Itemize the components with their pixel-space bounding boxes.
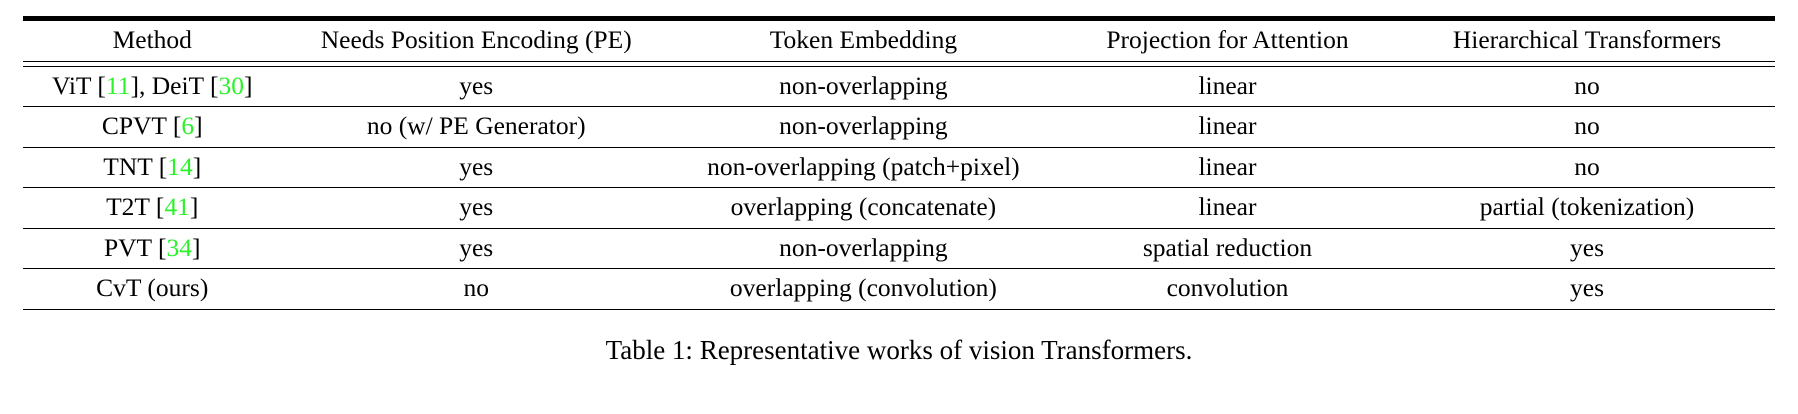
column-header-hierarchical: Hierarchical Transformers <box>1452 25 1722 54</box>
column-header-needs-pe: Needs Position Encoding (PE) <box>320 25 632 54</box>
comparison-table-body: ViT [11], DeiT [30] yes non-overlapping … <box>23 67 1775 309</box>
cell-projection: linear <box>1055 106 1400 147</box>
cell-needs-pe: yes <box>281 187 671 228</box>
table-bottom-rule <box>23 308 1775 310</box>
cell-method: ViT [11], DeiT [30] <box>51 70 253 100</box>
cell-hierarchical: no <box>1399 146 1775 188</box>
cell-projection: linear <box>1055 146 1400 188</box>
table-row: ViT [11], DeiT [30] yes non-overlapping … <box>23 67 1775 107</box>
table-row: T2T [41] yes overlapping (concatenate) l… <box>23 187 1775 228</box>
cell-hierarchical: partial (tokenization) <box>1399 187 1775 228</box>
cell-hierarchical: yes <box>1399 227 1775 269</box>
citation-ref[interactable]: 11 <box>105 70 131 100</box>
table-header-double-rule <box>23 60 1775 67</box>
cell-method: PVT [34] <box>23 227 282 269</box>
cell-needs-pe: no <box>281 268 671 309</box>
cell-needs-pe: no (w/ PE Generator) <box>281 106 671 147</box>
table-container: Method Needs Position Encoding (PE) Toke… <box>23 16 1775 310</box>
cell-projection: spatial reduction <box>1055 227 1400 269</box>
cell-token-embedding: non-overlapping (patch+pixel) <box>670 146 1056 188</box>
cell-needs-pe: yes <box>459 70 494 100</box>
table-body: ViT [11], DeiT [30] yes non-overlapping … <box>23 67 1775 309</box>
table-caption: Table 1: Representative works of vision … <box>605 335 1193 365</box>
cell-hierarchical: no <box>1399 106 1775 147</box>
cell-method: CPVT [6] <box>23 106 282 147</box>
cell-token-embedding: non-overlapping <box>670 106 1056 147</box>
citation-ref[interactable]: 14 <box>167 151 193 181</box>
cell-token-embedding: overlapping (concatenate) <box>670 187 1056 228</box>
table-row: PVT [34] yes non-overlapping spatial red… <box>23 227 1775 269</box>
cell-method: T2T [41] <box>23 187 282 228</box>
cell-projection: linear <box>1055 187 1400 228</box>
cell-projection: linear <box>1198 70 1257 100</box>
method-middle: , DeiT <box>138 70 204 100</box>
comparison-table: Method Needs Position Encoding (PE) Toke… <box>23 21 1775 61</box>
method-name: T2T <box>106 192 150 221</box>
table-row: TNT [14] yes non-overlapping (patch+pixe… <box>23 146 1775 188</box>
cell-method: TNT [14] <box>23 146 282 188</box>
table-row: CPVT [6] no (w/ PE Generator) non-overla… <box>23 106 1775 147</box>
method-name: PVT <box>103 232 152 262</box>
cell-token-embedding: non-overlapping <box>779 70 948 100</box>
citation-ref[interactable]: 34 <box>166 232 193 262</box>
table-header-row: Method Needs Position Encoding (PE) Toke… <box>23 21 1775 61</box>
citation-ref[interactable]: 6 <box>181 111 195 140</box>
cell-hierarchical: yes <box>1399 268 1775 309</box>
column-header-token-embedding: Token Embedding <box>769 25 958 54</box>
citation-ref[interactable]: 41 <box>164 192 190 221</box>
method-name: TNT <box>103 151 153 181</box>
cell-needs-pe: yes <box>281 146 671 188</box>
cell-needs-pe: yes <box>281 227 671 269</box>
table-row: CvT (ours) no overlapping (convolution) … <box>23 268 1775 309</box>
cell-token-embedding: non-overlapping <box>670 227 1056 269</box>
method-name: CPVT <box>101 111 167 140</box>
method-name: ViT <box>51 70 92 100</box>
table-top-rule <box>23 16 1775 21</box>
cell-projection: convolution <box>1055 268 1400 309</box>
cell-token-embedding: overlapping (convolution) <box>670 268 1056 309</box>
cell-method: CvT (ours) <box>23 268 282 309</box>
cell-hierarchical: no <box>1574 70 1600 100</box>
column-header-method: Method <box>112 25 192 54</box>
column-header-projection: Projection for Attention <box>1106 25 1349 54</box>
citation-ref[interactable]: 30 <box>218 70 245 100</box>
